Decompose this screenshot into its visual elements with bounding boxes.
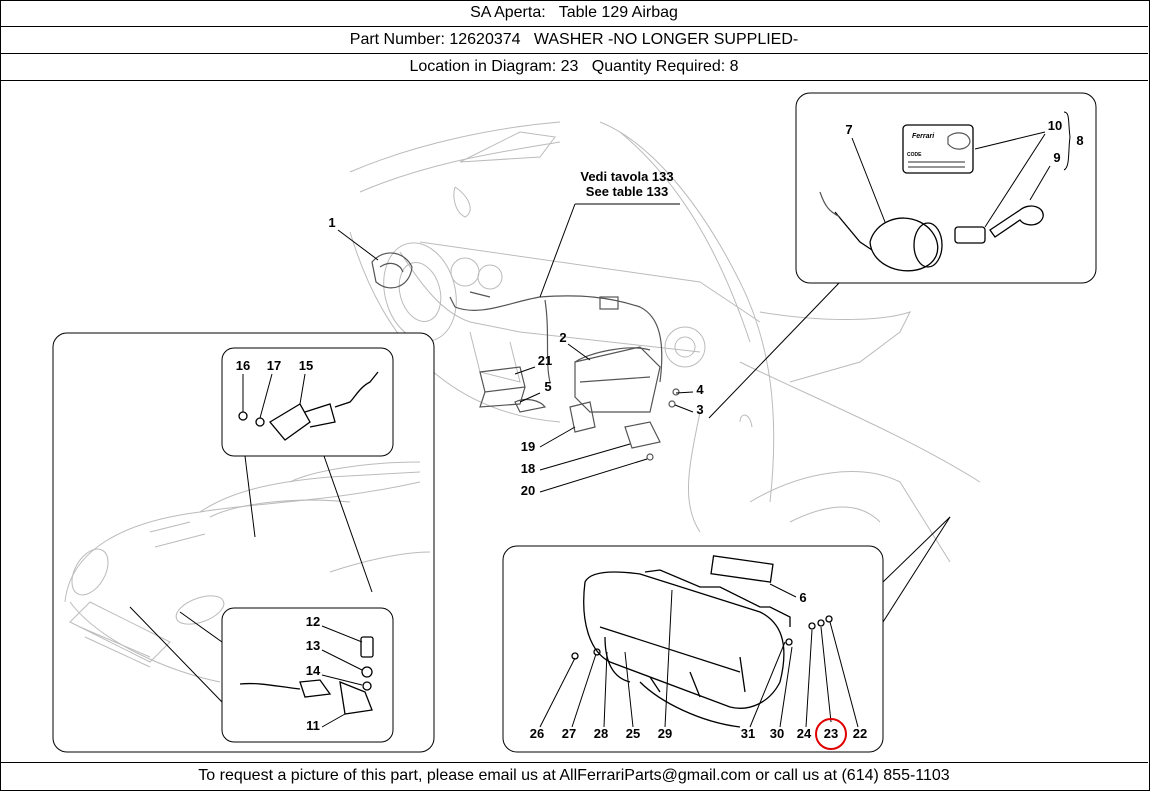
- callout-29: 29: [658, 726, 672, 741]
- highlight-circle-23: [815, 718, 847, 750]
- callout-19: 19: [521, 439, 535, 454]
- key-card-group: Ferrari CODE: [902, 124, 974, 174]
- see-table-en-label: See table 133: [586, 184, 668, 199]
- callout-26: 26: [530, 726, 544, 741]
- lock-cylinder-group: [819, 191, 1044, 272]
- callout-17: 17: [267, 358, 281, 373]
- callout-31: 31: [741, 726, 755, 741]
- parts-diagram-svg: Vedi tavola 133 See table 133 1 2 21 5 4…: [52, 92, 1097, 753]
- parts-diagram: Vedi tavola 133 See table 133 1 2 21 5 4…: [0, 82, 1148, 763]
- callout-9: 9: [1053, 150, 1060, 165]
- ignition-key-inset: [795, 92, 1097, 284]
- callout-1: 1: [328, 215, 335, 230]
- part-number-line: Part Number: 12620374 WASHER -NO LONGER …: [0, 27, 1148, 54]
- callout-4: 4: [696, 382, 704, 397]
- sensor-inset-top: [221, 347, 394, 457]
- callout-20: 20: [521, 483, 535, 498]
- callout-23: 23: [824, 726, 838, 741]
- callout-15: 15: [299, 358, 313, 373]
- callout-21: 21: [538, 353, 552, 368]
- callout-10: 10: [1048, 118, 1062, 133]
- callout-27: 27: [562, 726, 576, 741]
- callout-18: 18: [521, 461, 535, 476]
- passenger-airbag-inset: [502, 545, 884, 753]
- callout-30: 30: [770, 726, 784, 741]
- callout-24: 24: [797, 726, 812, 741]
- callout-14: 14: [306, 663, 321, 678]
- location-quantity-line: Location in Diagram: 23 Quantity Require…: [0, 54, 1148, 81]
- callout-2: 2: [559, 330, 566, 345]
- callout-8: 8: [1076, 133, 1083, 148]
- contact-footer: To request a picture of this part, pleas…: [198, 767, 950, 784]
- callout-22: 22: [853, 726, 867, 741]
- model-table-title: SA Aperta: Table 129 Airbag: [0, 0, 1148, 27]
- callout-28: 28: [594, 726, 608, 741]
- callout-3: 3: [696, 402, 703, 417]
- see-table-it-label: Vedi tavola 133: [580, 169, 673, 184]
- callout-7: 7: [845, 122, 852, 137]
- callout-11: 11: [306, 718, 320, 733]
- car-sketch: [64, 461, 431, 683]
- ferrari-logo-text: Ferrari: [912, 133, 935, 140]
- airbag-wiring-assembly: [371, 252, 680, 461]
- callout-13: 13: [306, 638, 320, 653]
- callout-5: 5: [544, 379, 551, 394]
- code-label: CODE: [907, 152, 922, 158]
- callout-12: 12: [306, 614, 320, 629]
- callout-25: 25: [626, 726, 640, 741]
- sensor-inset-bottom: [221, 607, 394, 743]
- callout-6: 6: [799, 590, 806, 605]
- dashboard-sketch: [349, 121, 981, 563]
- sensor-bottom-group: [239, 636, 374, 715]
- callout-16: 16: [236, 358, 250, 373]
